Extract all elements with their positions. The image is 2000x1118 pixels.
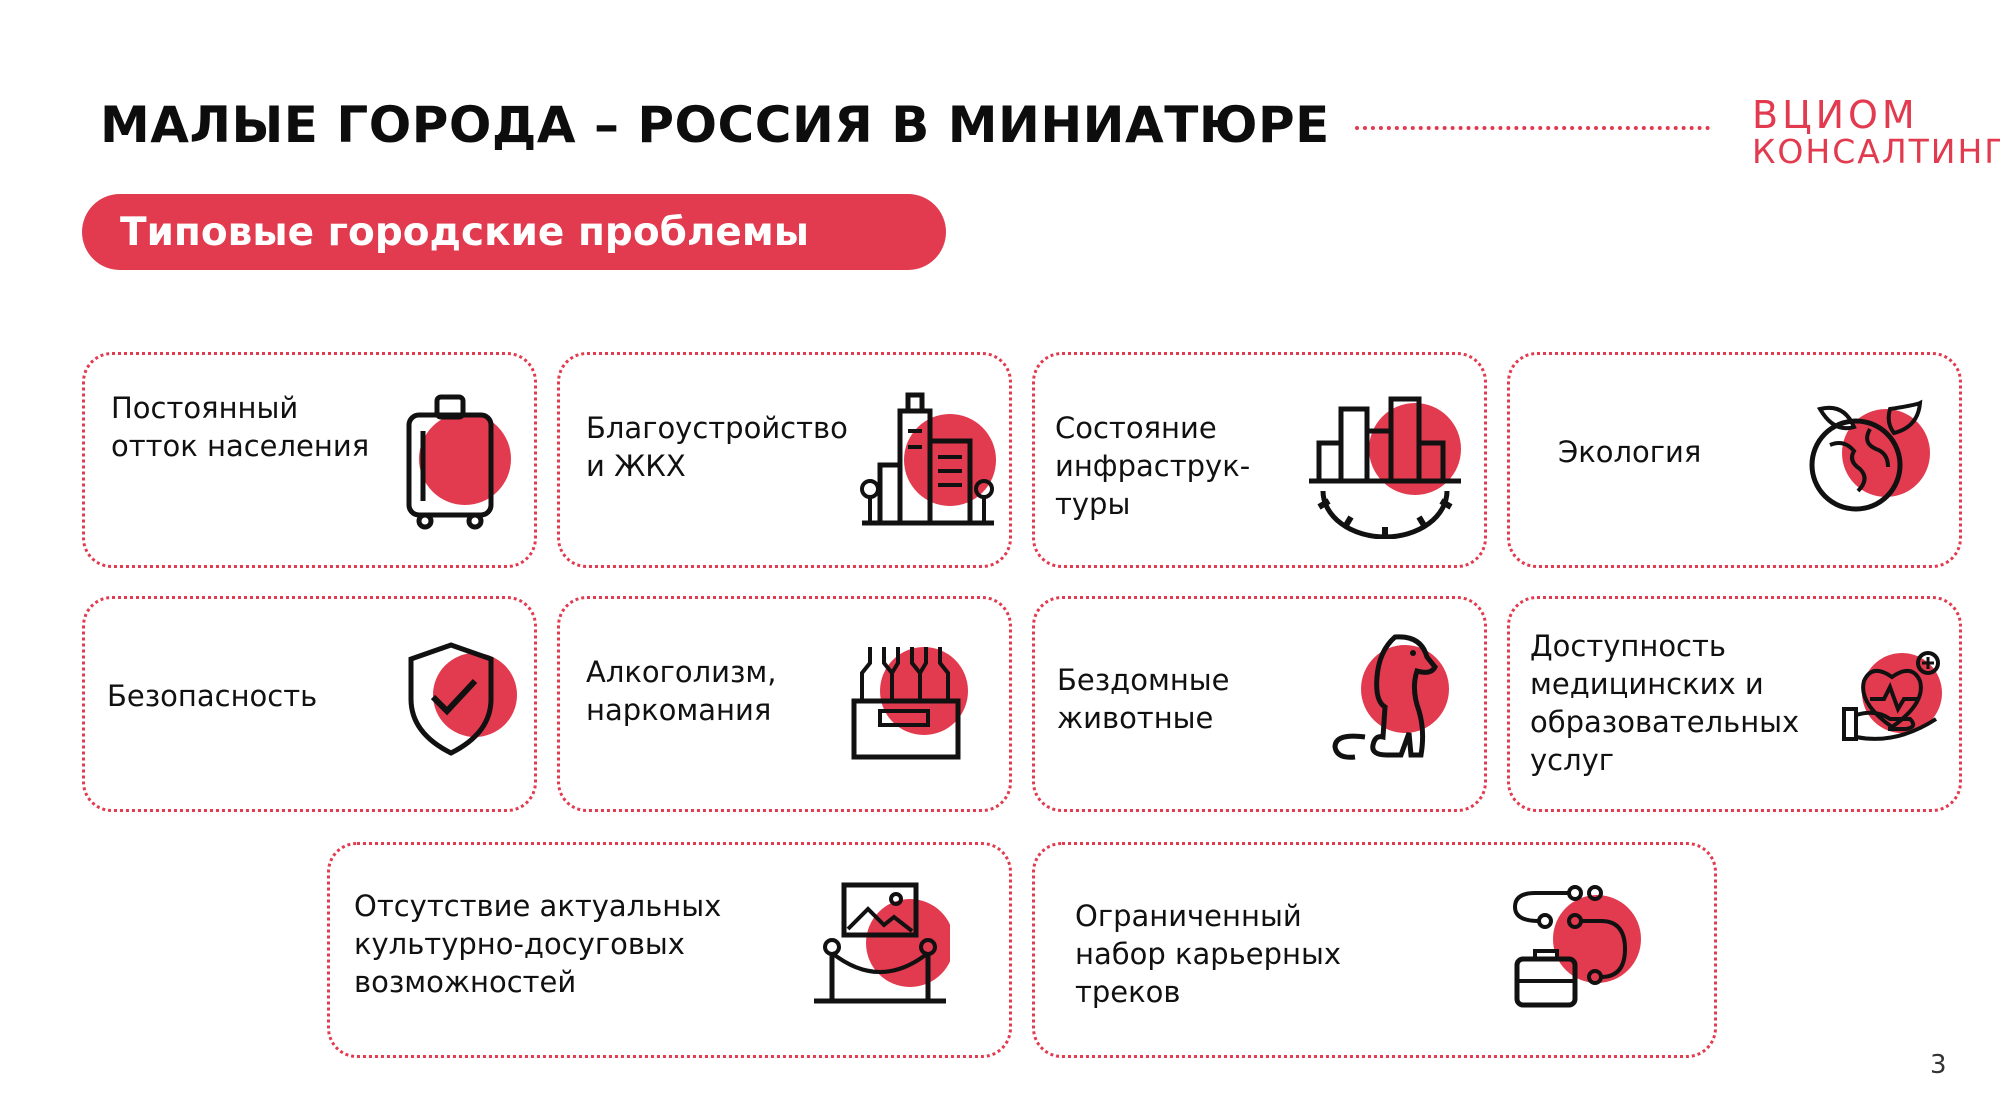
logo: ВЦИОМ КОНСАЛТИНГ (1752, 93, 2000, 171)
card-stray-animals: Бездомные животные (1032, 596, 1487, 812)
page-title: МАЛЫЕ ГОРОДА – РОССИЯ В МИНИАТЮРЕ (100, 96, 1330, 154)
logo-line2: КОНСАЛТИНГ (1752, 132, 2000, 171)
suitcase-icon (406, 394, 511, 530)
card-career-tracks: Ограниченный набор карьерных треков (1032, 842, 1717, 1058)
card-label: Благоустройство и ЖКХ (586, 411, 848, 483)
card-label: Доступность медицинских и образовательны… (1530, 629, 1800, 777)
dog-icon (1332, 634, 1449, 760)
card-culture-leisure: Отсутствие актуальных культурно-досуговы… (327, 842, 1012, 1058)
subtitle-banner: Типовые городские проблемы (82, 194, 946, 270)
card-label: Экология (1558, 435, 1702, 469)
bottles-box-icon (851, 647, 968, 760)
page-number: 3 (1930, 1050, 1947, 1080)
hand-heart-icon (1842, 651, 1942, 741)
card-label: Безопасность (107, 679, 318, 713)
shield-check-icon (408, 642, 517, 756)
city-buildings-icon (860, 392, 996, 526)
card-ecology: Экология (1507, 352, 1962, 568)
card-label: Бездомные животные (1057, 663, 1230, 735)
card-infrastructure: Состояние инфраструк- туры (1032, 352, 1487, 568)
subtitle-text: Типовые городские проблемы (120, 210, 810, 255)
card-housing: Благоустройство и ЖКХ (557, 352, 1012, 568)
card-addiction: Алкоголизм, наркомания (557, 596, 1012, 812)
card-population-outflow: Постоянный отток населения (82, 352, 537, 568)
logo-line1: ВЦИОМ (1752, 93, 1919, 137)
title-divider (1355, 126, 1710, 130)
card-label: Состояние инфраструк- туры (1055, 411, 1251, 521)
city-gear-icon (1309, 396, 1461, 539)
museum-picture-icon (814, 882, 950, 1004)
card-label: Алкоголизм, наркомания (586, 655, 777, 727)
career-path-icon (1512, 885, 1641, 1008)
card-medical-education: Доступность медицинских и образовательны… (1507, 596, 1962, 812)
card-label: Отсутствие актуальных культурно-досуговы… (354, 889, 722, 999)
earth-leaf-icon (1809, 399, 1930, 512)
card-label: Постоянный отток населения (111, 391, 370, 463)
card-label: Ограниченный набор карьерных треков (1075, 899, 1342, 1009)
card-security: Безопасность (82, 596, 537, 812)
